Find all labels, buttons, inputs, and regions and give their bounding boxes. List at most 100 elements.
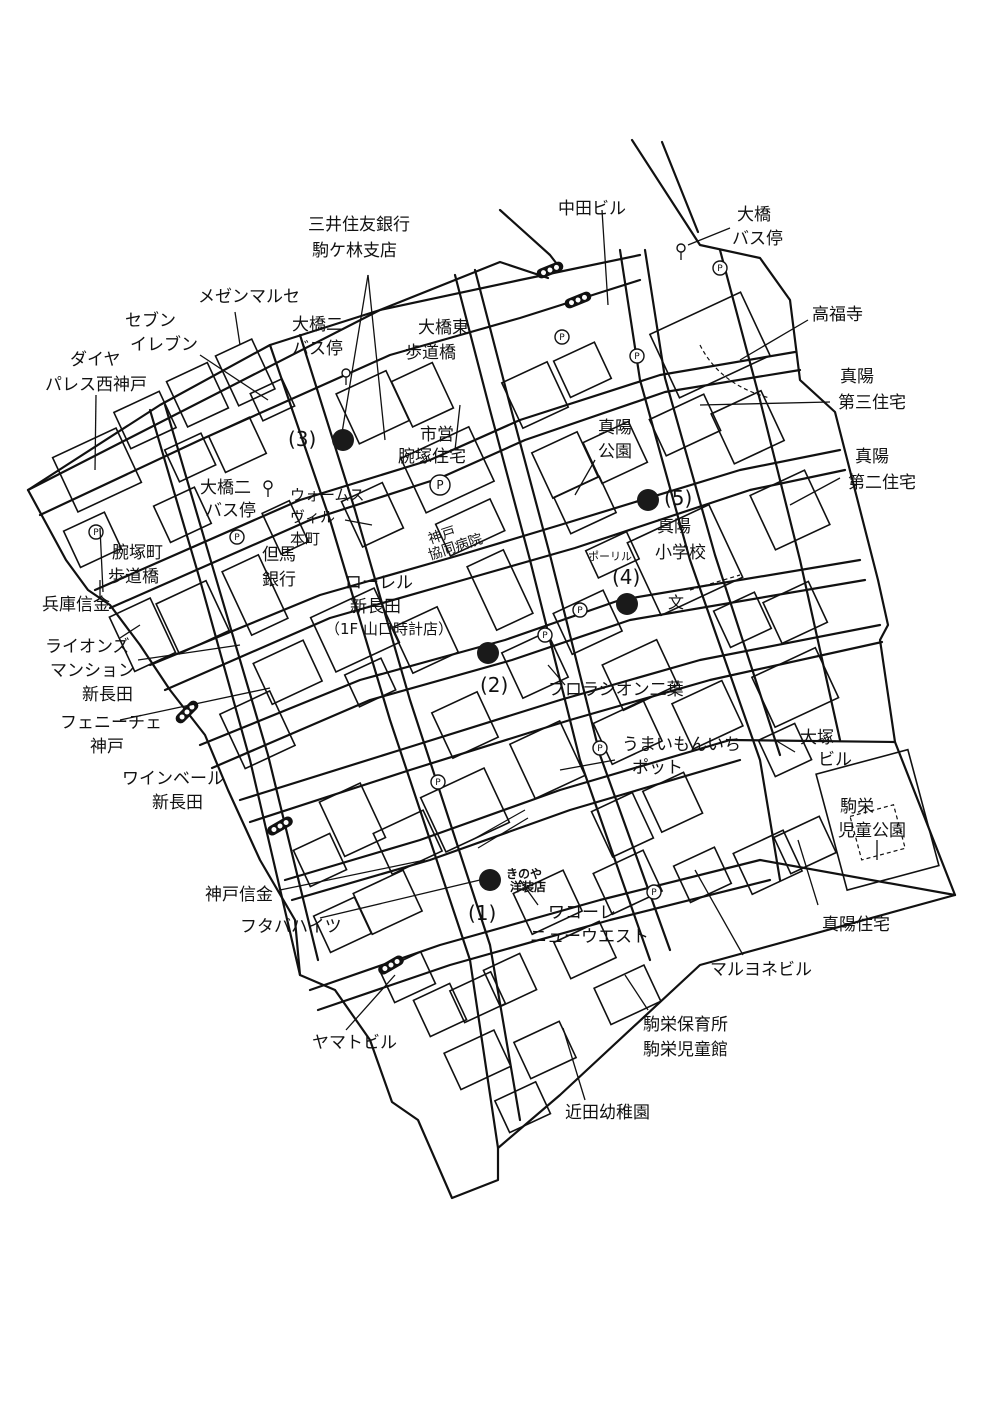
label-poly-school: ポーリル <box>588 550 632 563</box>
label-wanzuka-a: 腕塚町 <box>112 543 163 563</box>
numbered-markers: (1) (2) (3) (4) (5) <box>288 427 692 925</box>
label-furorashion: フロラシオン二葉 <box>548 680 684 700</box>
svg-text:P: P <box>436 478 443 492</box>
label-shinyo-park-a: 真陽 <box>598 418 632 438</box>
parking-icon: P <box>429 474 451 496</box>
label-shinyo3-a: 真陽 <box>840 367 874 387</box>
marker-dot-5[interactable] <box>637 489 659 511</box>
label-ohashi2-bus2-a: 大橋二 <box>200 478 251 498</box>
svg-text:P: P <box>717 264 723 274</box>
marker-label-3: (3) <box>288 427 316 451</box>
label-mitsui-a: 三井住友銀行 <box>308 215 410 235</box>
label-laurel-c: （1F 山口時計店） <box>325 620 453 638</box>
label-ohashi2-bus1-b: バス停 <box>292 339 343 359</box>
label-lions-b: マンション <box>50 661 135 681</box>
traffic-light-icon <box>378 955 404 975</box>
parking-icon: P <box>430 774 446 790</box>
label-mitsui-b: 駒ケ林支店 <box>312 241 397 261</box>
label-ohashi-bus-a: 大橋 <box>737 205 771 225</box>
parking-icon: P <box>592 740 608 756</box>
label-seven-a: セブン <box>125 310 176 331</box>
marker-label-1: (1) <box>468 901 496 925</box>
svg-text:P: P <box>435 778 441 788</box>
traffic-light-icon <box>536 261 564 279</box>
label-seven-b: イレブン <box>130 334 198 355</box>
parking-icon: P <box>629 348 645 364</box>
bus-stop-icon <box>676 243 686 260</box>
label-ohashi-east-a: 大橋東 <box>418 318 469 338</box>
label-kinoya-b: 洋装店 <box>510 879 546 894</box>
parking-icon: P <box>572 602 588 618</box>
label-daiya-b: パレス西神戸 <box>45 375 147 395</box>
svg-text:P: P <box>93 528 99 538</box>
label-lions-a: ライオンズ <box>45 637 130 657</box>
label-ohashi-east-b: 歩道橋 <box>405 343 456 363</box>
parking-symbols: P P P P P P P P P P P <box>88 260 728 900</box>
label-umaimon-b: ポット <box>632 758 683 778</box>
marker-label-2: (2) <box>480 673 508 697</box>
label-walls-b: ヴィル <box>290 508 335 526</box>
label-shiei-a: 市営 <box>420 425 454 445</box>
label-shinyo2-b: 第二住宅 <box>848 473 916 493</box>
label-otsuka-b: ビル <box>818 750 852 770</box>
traffic-light-icon <box>267 816 293 836</box>
label-ohashi2-bus1-a: 大橋二 <box>292 315 343 335</box>
marker-dot-4[interactable] <box>616 593 638 615</box>
svg-text:P: P <box>542 631 548 641</box>
parking-icon: P <box>229 529 245 545</box>
label-wacoal-b: ニューウエスト <box>530 927 649 947</box>
parking-icon: P <box>554 329 570 345</box>
parking-icon: P <box>712 260 728 276</box>
label-kobe-shinkin: 神戸信金 <box>205 885 273 905</box>
building-blocks <box>51 291 940 1134</box>
label-shinyo-jutaku: 真陽住宅 <box>822 915 890 935</box>
svg-text:P: P <box>597 744 603 754</box>
label-tajima-b: 銀行 <box>262 570 296 590</box>
label-ohashi-bus-b: バス停 <box>732 229 783 249</box>
label-laurel-a: ローレル <box>345 573 413 593</box>
label-laurel-b: 新長田 <box>350 597 401 617</box>
marker-dot-2[interactable] <box>477 642 499 664</box>
label-yamato: ヤマトビル <box>312 1033 397 1053</box>
label-komae-park-b: 児童公園 <box>838 821 906 841</box>
label-chikata: 近田幼稚園 <box>565 1103 650 1123</box>
label-shiei-b: 腕塚住宅 <box>398 447 466 467</box>
svg-text:P: P <box>577 606 583 616</box>
label-shinyo3-b: 第三住宅 <box>838 393 906 413</box>
label-shinyo2-a: 真陽 <box>855 447 889 467</box>
marker-dot-1[interactable] <box>479 869 501 891</box>
label-winbell-a: ワインベール <box>122 769 224 789</box>
marker-label-4: (4) <box>612 565 640 589</box>
place-labels: 中田ビル 大橋 バス停 三井住友銀行 駒ケ林支店 メゼンマルセ セブン イレブン… <box>42 199 916 1123</box>
label-umaimon-a: うまいもんいち <box>622 735 741 755</box>
label-lions-c: 新長田 <box>82 685 133 705</box>
label-mezon: メゼンマルセ <box>198 287 300 307</box>
parking-icon: P <box>646 884 662 900</box>
svg-text:P: P <box>234 533 240 543</box>
label-daiya-a: ダイヤ <box>70 350 121 370</box>
label-school-mark: 文 <box>668 593 684 612</box>
label-komae-park-a: 駒栄 <box>840 797 874 817</box>
label-walls-c: 本町 <box>290 530 320 548</box>
marker-dot-3[interactable] <box>332 429 354 451</box>
svg-text:P: P <box>634 352 640 362</box>
label-komae-hoiku-a: 駒栄保育所 <box>643 1015 728 1035</box>
traffic-light-icon <box>175 700 199 724</box>
label-shinyo-school-b: 小学校 <box>655 543 706 563</box>
bus-stop-icon <box>341 368 351 385</box>
bus-stop-pins <box>263 243 686 497</box>
map-boundary <box>26 138 957 1200</box>
traffic-lights <box>175 261 592 975</box>
svg-text:P: P <box>651 888 657 898</box>
leader-lines <box>94 209 878 1101</box>
label-kinoya-a: きのや <box>506 867 542 881</box>
label-tajima-a: 但馬 <box>262 545 296 565</box>
label-maruyone: マルヨネビル <box>710 960 812 980</box>
label-shinyo-school-a: 真陽 <box>657 517 691 537</box>
label-futaba: フタバハイツ <box>240 917 342 937</box>
label-wanzuka-b: 歩道橋 <box>108 567 159 587</box>
label-fenice-a: フェニーチェ <box>60 713 162 733</box>
label-nakata-bldg: 中田ビル <box>558 199 626 219</box>
label-winbell-b: 新長田 <box>152 793 203 813</box>
